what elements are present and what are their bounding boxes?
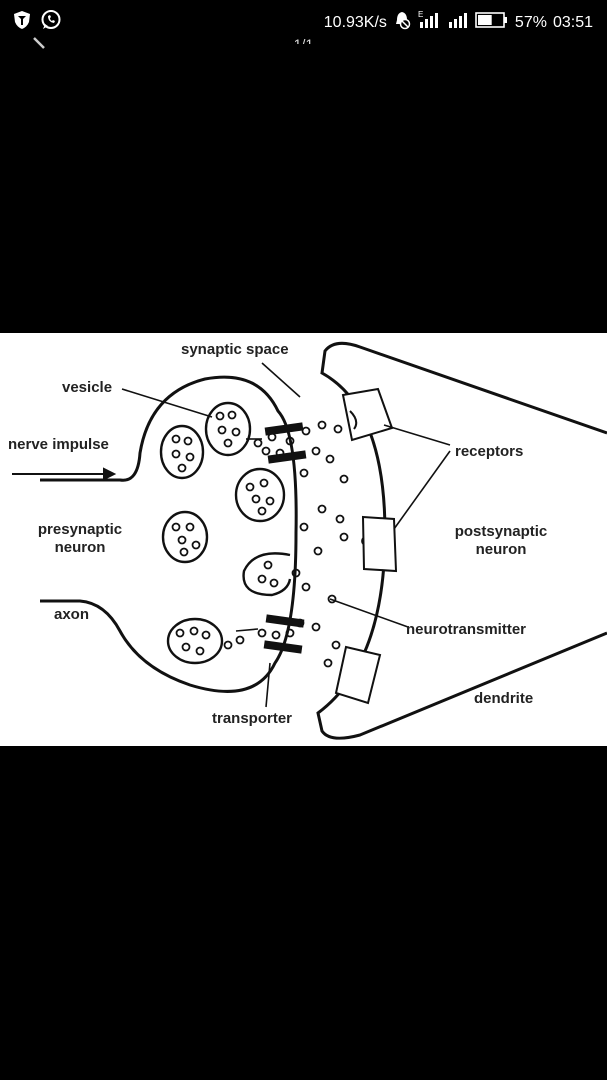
label-presynaptic-line2: neuron: [54, 539, 106, 556]
shield-app-icon: [12, 10, 32, 35]
receptor: [334, 645, 382, 705]
signal-icon: E: [417, 10, 441, 35]
vesicle: [159, 424, 205, 480]
signal-e-label: E: [418, 10, 423, 19]
receptor: [361, 515, 398, 573]
label-dendrite: dendrite: [474, 690, 534, 707]
status-left-icons: [12, 9, 62, 36]
network-speed: 10.93K/s: [323, 13, 387, 31]
viewer-header: [0, 36, 607, 50]
image-panel[interactable]: synaptic space vesicle nerve impulse pre…: [0, 333, 607, 746]
whatsapp-icon: [40, 9, 62, 36]
transporters: [263, 422, 307, 654]
signal-icon: [447, 10, 469, 35]
synapse-diagram: [12, 341, 607, 740]
label-postsynaptic-line1: postsynaptic: [454, 523, 548, 540]
vesicle: [161, 510, 209, 564]
vesicle: [234, 467, 286, 523]
vesicle: [204, 401, 252, 457]
label-transporter: transporter: [212, 710, 293, 727]
label-axon: axon: [54, 606, 90, 623]
clock: 03:51: [552, 13, 593, 31]
vesicle: [166, 617, 224, 665]
presynaptic-membrane: [40, 375, 298, 693]
status-bar: 10.93K/s E: [0, 0, 607, 44]
battery-percent: 57%: [514, 13, 547, 31]
label-vesicle: vesicle: [62, 379, 113, 396]
status-right-area: 10.93K/s E: [324, 10, 593, 35]
label-presynaptic-line1: presynaptic: [37, 521, 123, 538]
back-arrow-icon[interactable]: [32, 36, 50, 50]
label-receptors: receptors: [455, 443, 524, 460]
alarm-off-icon: [393, 10, 411, 35]
receptor: [341, 387, 394, 442]
label-neurotransmitter: neurotransmitter: [406, 621, 527, 638]
nerve-impulse-arrow: [12, 467, 117, 481]
vesicle-fusing: [242, 552, 292, 597]
label-synaptic-space: synaptic space: [181, 341, 289, 358]
page-counter: 1/1: [293, 36, 314, 44]
label-nerve-impulse: nerve impulse: [8, 436, 109, 453]
label-postsynaptic-line2: neuron: [475, 541, 527, 558]
battery-icon: [475, 11, 509, 34]
